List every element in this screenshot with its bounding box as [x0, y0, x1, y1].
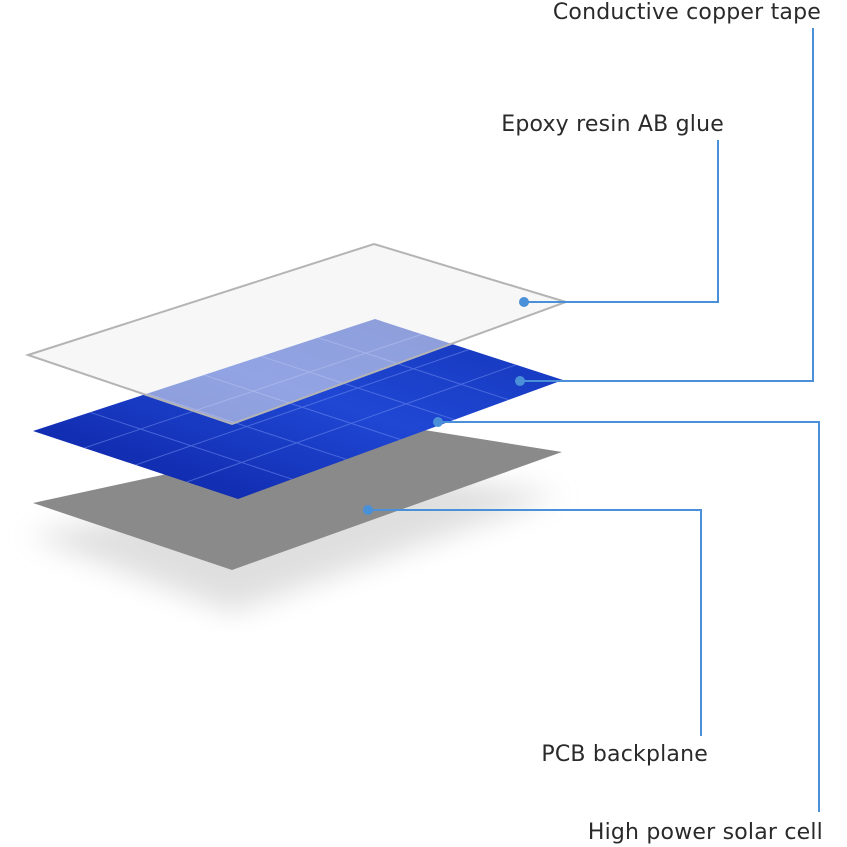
- label-pcb-backplane: PCB backplane: [541, 742, 708, 767]
- callout-dot-cell: [433, 417, 443, 427]
- leader-line-epoxy: [524, 140, 719, 303]
- solar-cell-grid-line: [186, 364, 517, 483]
- leader-line-copper: [520, 28, 814, 382]
- solar-cell-grid-line: [135, 349, 470, 466]
- callout-dot-epoxy: [519, 297, 529, 307]
- label-epoxy-resin-ab-glue: Epoxy resin AB glue: [501, 112, 724, 137]
- label-high-power-solar-cell: High power solar cell: [587, 820, 823, 845]
- pcb-backplane-layer: [33, 425, 562, 570]
- callout-dot-pcb: [363, 505, 373, 515]
- leader-line-pcb: [368, 509, 702, 736]
- callout-dot-copper: [515, 376, 525, 386]
- label-conductive-copper-tape: Conductive copper tape: [552, 0, 821, 25]
- leader-line-cell: [438, 421, 820, 812]
